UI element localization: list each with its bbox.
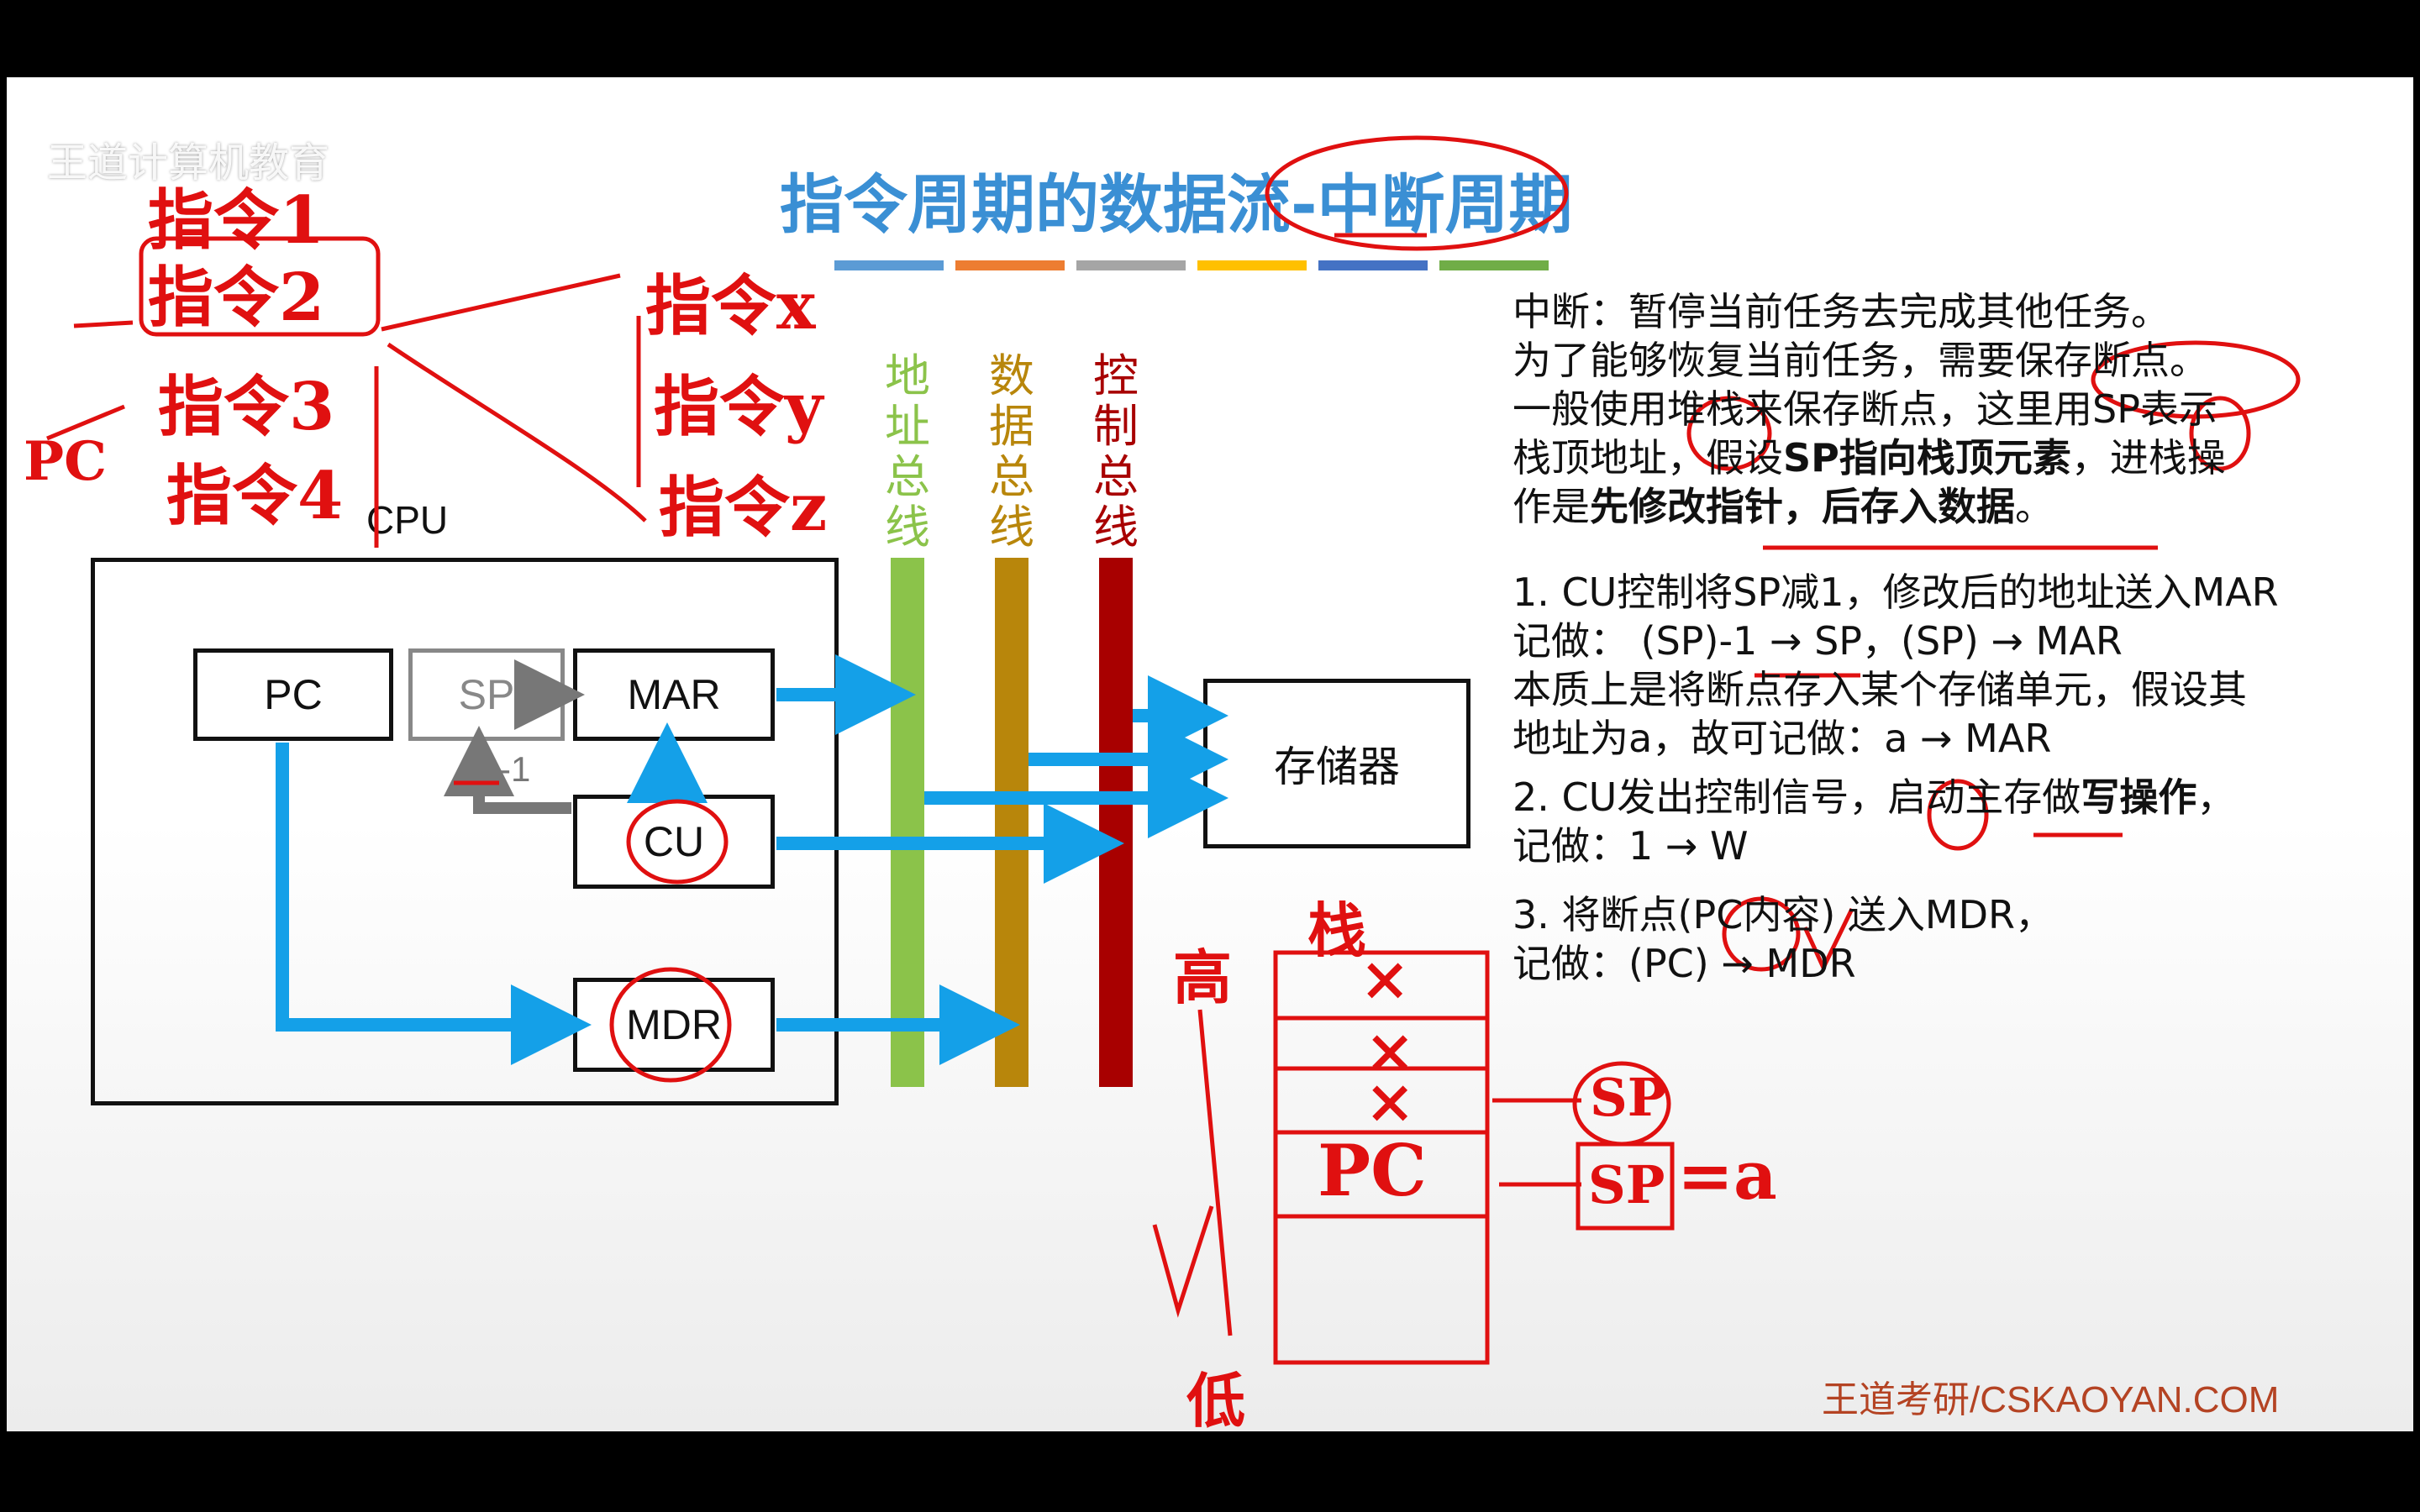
explanation-line2: 为了能够恢复当前任务，需要保存断点。 — [1512, 338, 2208, 383]
step2-line2: 记做：1 → W — [1512, 823, 1749, 869]
hw-x-mark-3: × — [1365, 1065, 1416, 1137]
cu-circle — [626, 799, 729, 885]
instr2-box — [139, 236, 381, 337]
step3-line1: 3. 将断点(PC内容) 送入MDR， — [1512, 892, 2054, 937]
cu-unit: CU — [573, 795, 775, 889]
slide-title: 指令周期的数据流-中断周期 — [780, 167, 1573, 242]
title-color-bar-1 — [955, 260, 1065, 270]
line4-post: ，进栈操 — [2070, 435, 2226, 480]
line4-bold: SP指向栈顶元素 — [1783, 435, 2071, 480]
w-circle — [1722, 896, 1801, 972]
pc-register: PC — [193, 648, 393, 741]
line5-pre: 作是 — [1512, 484, 1590, 529]
explanation-line3: 一般使用堆栈来保存断点，这里用SP表示 — [1512, 386, 2217, 432]
address-bus — [891, 558, 924, 1087]
hw-instr2: 指令2 — [148, 260, 325, 336]
explanation-text: 中断：暂停当前任务去完成其他任务。 为了能够恢复当前任务，需要保存断点。 一般使… — [1512, 287, 2403, 988]
hw-stack: 栈 — [1307, 895, 1366, 965]
title-color-bar-3 — [1197, 260, 1307, 270]
hw-pc: PC — [24, 430, 108, 493]
explanation-line4: 栈顶地址，假设SP指向栈顶元素，进栈操 — [1512, 433, 2403, 482]
hw-instr3: 指令3 — [158, 369, 335, 445]
step1-line2: 记做： (SP)-1 → SP，(SP) → MAR — [1512, 618, 2123, 664]
title-color-bar-4 — [1318, 260, 1428, 270]
explanation-line1: 中断：暂停当前任务去完成其他任务。 — [1512, 289, 2170, 334]
line5-post: 。 — [2015, 484, 2054, 529]
hw-high: 高 — [1173, 942, 1232, 1012]
control-bus-label: 控制总线 — [1093, 349, 1139, 554]
hw-eq-a: =a — [1677, 1136, 1777, 1215]
arrow-pc-to-instr3 — [46, 404, 125, 441]
pc-to-mdr-arrow — [276, 743, 592, 1065]
arrow-z-back — [387, 342, 647, 522]
check-mark-2 — [1152, 1205, 1214, 1318]
title-color-bars — [834, 260, 1549, 270]
hw-instrz: 指令z — [659, 470, 828, 546]
hw-instr1: 指令1 — [148, 182, 325, 259]
slide: 王道计算机教育 指令周期的数据流-中断周期 CPU PC SP MAR CU M… — [7, 77, 2413, 1431]
step1-line1: 1. CU控制将SP减1，修改后的地址送入MAR — [1512, 570, 2279, 615]
step2-post: ， — [2196, 774, 2236, 820]
title-color-bar-2 — [1076, 260, 1186, 270]
hw-instry: 指令y — [654, 369, 823, 445]
step1-line3: 本质上是将断点存入某个存储单元，假设其 — [1512, 667, 2247, 712]
hw-x-mark-1: × — [1360, 942, 1411, 1014]
cpu-label: CPU — [366, 498, 449, 542]
line4-pre: 栈顶地址，假设 — [1512, 435, 1783, 480]
sp-word-circle — [2189, 396, 2251, 471]
mdr-register: MDR — [573, 978, 775, 1072]
step2-line1: 2. CU发出控制信号，启动主存做写操作， — [1512, 773, 2403, 822]
stack-frame — [1273, 950, 1490, 1365]
sp1-circle — [1572, 1061, 1671, 1147]
address-bus-label: 地址总线 — [885, 349, 930, 554]
footer-brand: 王道考研/CSKAOYAN.COM — [1822, 1379, 2280, 1420]
explanation-line5: 作是先修改指针，后存入数据。 — [1512, 482, 2403, 531]
hw-sp2: SP — [1588, 1154, 1665, 1215]
hw-sp1: SP — [1590, 1067, 1667, 1128]
diagram-overlay — [46, 135, 2301, 1365]
step2-pre: 2. CU发出控制信号，启动主存做 — [1512, 774, 2081, 820]
memory-unit: 存储器 — [1203, 679, 1470, 848]
data-bus-label: 数据总线 — [989, 349, 1034, 554]
arrow-to-instr2 — [73, 320, 134, 328]
title-color-bar-0 — [834, 260, 944, 270]
line5-bold: 先修改指针，后存入数据 — [1590, 484, 2015, 529]
hw-instrx: 指令x — [645, 268, 816, 344]
arrow-instr2-to-x — [381, 273, 621, 332]
stack-word-circle — [1686, 396, 1772, 471]
mdr-circle — [609, 967, 732, 1083]
step3-line2: 记做：(PC) → MDR — [1512, 941, 1856, 986]
a-circle — [1927, 779, 1989, 851]
watermark: 王道计算机教育 — [47, 139, 330, 186]
hw-instr4: 指令4 — [166, 458, 344, 534]
hw-stack-pc: PC — [1318, 1129, 1428, 1212]
step1-line4: 地址为a，故可记做：a → MAR — [1512, 716, 2052, 761]
high-to-low-arrow — [1197, 1009, 1233, 1336]
step2-bold: 写操作 — [2081, 774, 2197, 820]
cpu-frame — [91, 558, 839, 1105]
title-color-bar-5 — [1439, 260, 1549, 270]
check-mark-1 — [1802, 907, 1854, 973]
title-circle — [1265, 135, 1569, 251]
hw-x-mark-2: × — [1365, 1015, 1416, 1086]
hw-low: 低 — [1186, 1366, 1245, 1431]
cu-to-sp-decrement-arrow — [444, 726, 571, 814]
